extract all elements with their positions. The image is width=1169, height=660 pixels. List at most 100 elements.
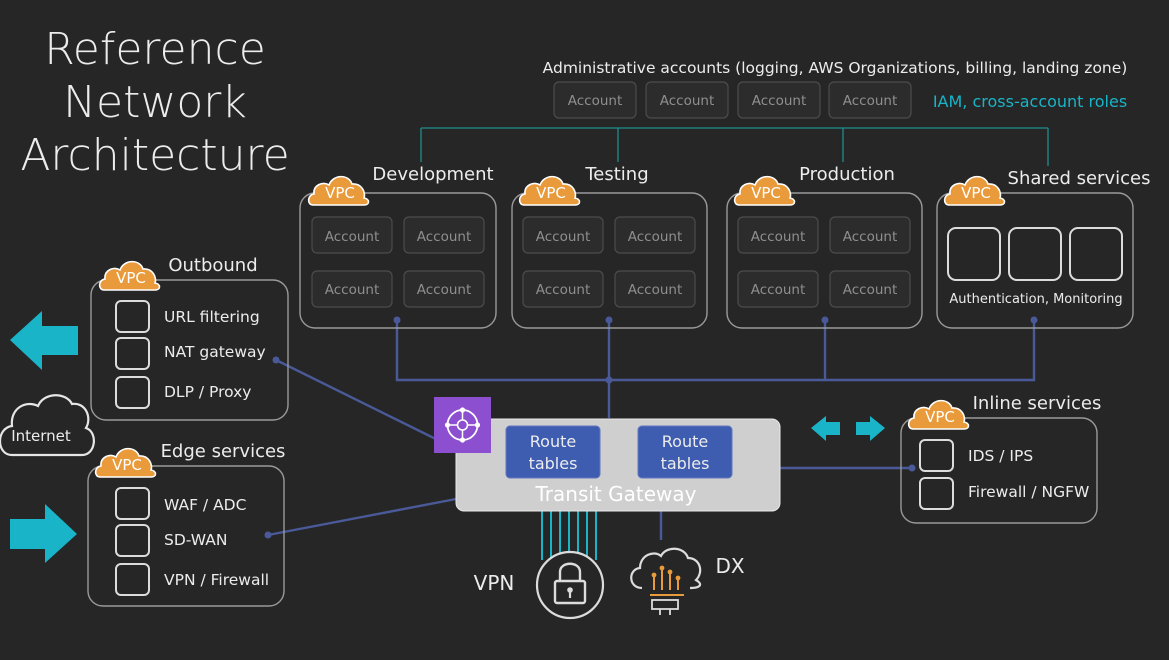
vpc-cloud-icon: VPC [518, 175, 581, 206]
service-label: VPN / Firewall [164, 571, 269, 589]
account-tile: Account [737, 270, 819, 308]
service-icon [115, 337, 150, 370]
account-tile: Account [829, 270, 911, 308]
svg-text:VPC: VPC [751, 184, 781, 202]
outbound-arrow-icon [10, 311, 78, 370]
account-tile: Account [614, 216, 696, 254]
page-title: Reference Network Architecture [20, 24, 289, 181]
vpc-name: Production [799, 164, 895, 185]
service-icon [1069, 227, 1123, 281]
account-tile: Account [311, 270, 393, 308]
account-tile: Account [522, 270, 604, 308]
vpc-development: Development Account Account Account Acco… [299, 164, 497, 329]
svg-text:tables: tables [661, 454, 710, 473]
admin-accounts-label: Administrative accounts (logging, AWS Or… [543, 59, 1128, 77]
svg-text:Route: Route [530, 432, 576, 451]
svg-text:VPC: VPC [116, 269, 146, 287]
svg-text:Account: Account [843, 229, 898, 245]
arrows [10, 311, 885, 563]
vpc-cloud-icon: VPC [907, 399, 970, 430]
service-icon [947, 227, 1001, 281]
svg-text:tables: tables [529, 454, 578, 473]
transit-gateway: Route tables Route tables Transit Gatewa… [434, 397, 781, 512]
account-tile: Account [403, 270, 485, 308]
service-label: SD-WAN [164, 531, 227, 549]
account-tile: Account [522, 216, 604, 254]
title-line-2: Network [63, 77, 247, 128]
title-line-3: Architecture [20, 130, 289, 181]
admin-account: Account [737, 81, 821, 119]
svg-text:Account: Account [536, 229, 591, 245]
service-icon [115, 487, 150, 520]
iam-label: IAM, cross-account roles [933, 92, 1127, 111]
route-table: Route tables [637, 425, 733, 479]
svg-text:VPC: VPC [325, 184, 355, 202]
service-icon [115, 563, 150, 596]
vpc-name: Testing [584, 164, 648, 185]
vpc-production: Production Account Account Account Accou… [726, 164, 923, 329]
service-icon [115, 376, 150, 409]
vpc-name: Shared services [1008, 168, 1151, 189]
svg-text:Account: Account [628, 282, 683, 298]
service-icon [115, 524, 150, 557]
lock-icon [553, 562, 587, 605]
vpc-testing: Testing Account Account Account Account [511, 164, 708, 329]
admin-accounts: Administrative accounts (logging, AWS Or… [543, 59, 1128, 119]
right-arrow-icon [856, 416, 885, 441]
service-label: IDS / IPS [968, 447, 1033, 465]
svg-text:VPC: VPC [925, 408, 955, 426]
account-tile: Account [311, 216, 393, 254]
vpn-circle [535, 550, 605, 620]
account-tile: Account [737, 216, 819, 254]
svg-text:VPC: VPC [961, 184, 991, 202]
vpc-outbound: Outbound URL filtering NAT gateway DLP /… [90, 255, 289, 421]
internet-label: Internet [11, 427, 71, 445]
vpn-lines [541, 511, 597, 560]
service-label: NAT gateway [164, 343, 266, 361]
dx-label: DX [715, 554, 744, 578]
service-icon [115, 300, 150, 333]
vpc-cloud-icon: VPC [98, 260, 161, 291]
vpc-cloud-icon: VPC [307, 175, 370, 206]
svg-text:VPC: VPC [112, 456, 142, 474]
admin-account: Account [828, 81, 912, 119]
svg-text:Account: Account [417, 282, 472, 298]
svg-text:Account: Account [536, 282, 591, 298]
transit-gateway-icon [434, 397, 491, 453]
service-label: WAF / ADC [164, 496, 246, 514]
svg-text:Account: Account [325, 282, 380, 298]
svg-text:Account: Account [843, 93, 898, 109]
service-icon [1008, 227, 1062, 281]
service-icon [919, 439, 954, 472]
cross-account-bracket [420, 127, 1049, 166]
svg-text:Route: Route [662, 432, 708, 451]
shared-services-caption: Authentication, Monitoring [949, 292, 1122, 307]
vpc-name: Outbound [168, 255, 257, 276]
inbound-arrow-icon [10, 504, 77, 563]
service-label: Firewall / NGFW [968, 483, 1089, 501]
svg-text:Account: Account [751, 282, 806, 298]
svg-text:Account: Account [660, 93, 715, 109]
vpc-edge-services: Edge services WAF / ADC SD-WAN VPN / Fir… [87, 441, 286, 607]
vpc-shared-services: Shared services Authentication, Monitori… [936, 168, 1151, 329]
direct-connect-icon [630, 547, 702, 615]
vpc-name: Development [372, 164, 493, 185]
svg-text:Account: Account [568, 93, 623, 109]
service-label: DLP / Proxy [164, 383, 251, 401]
left-arrow-icon [811, 416, 840, 441]
vpn-connection: VPN [474, 550, 605, 620]
svg-text:Account: Account [628, 229, 683, 245]
svg-text:Account: Account [843, 282, 898, 298]
admin-account: Account [645, 81, 729, 119]
vpc-name: Inline services [973, 393, 1102, 414]
svg-text:Account: Account [325, 229, 380, 245]
vpn-label: VPN [474, 571, 515, 595]
route-table: Route tables [505, 425, 601, 479]
service-icon [919, 477, 954, 510]
vpc-name: Edge services [161, 441, 286, 462]
svg-text:VPC: VPC [536, 184, 566, 202]
vpc-badges: VPC VPC VPC VPC VPC VPC VPC [94, 175, 1006, 478]
svg-text:Account: Account [417, 229, 472, 245]
vpc-cloud-icon: VPC [943, 175, 1006, 206]
